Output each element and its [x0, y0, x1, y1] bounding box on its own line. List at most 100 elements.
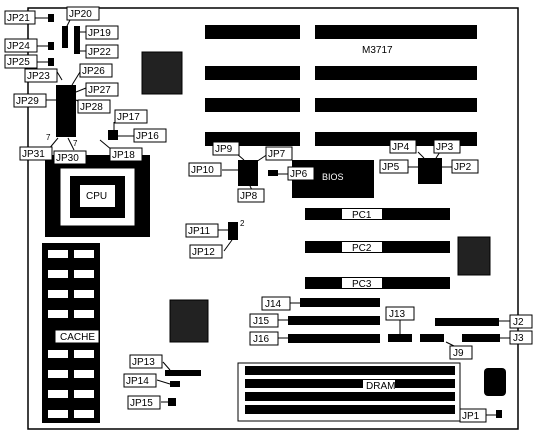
svg-text:JP8: JP8 [240, 191, 258, 202]
label-jp14: JP14 [123, 373, 157, 388]
svg-text:J3: J3 [513, 333, 524, 344]
label-jp1: JP1 [459, 408, 487, 423]
svg-text:JP13: JP13 [132, 357, 155, 368]
label-j13: J13 [385, 306, 415, 321]
dram-simm-sockets: DRAM [237, 362, 461, 422]
jp3-jp5-pins [418, 158, 442, 184]
svg-text:JP16: JP16 [136, 131, 159, 142]
jp15-pins [168, 398, 176, 406]
label-jp3: JP3 [433, 139, 461, 154]
svg-text:JP22: JP22 [88, 47, 111, 58]
jp21-pins [48, 14, 54, 22]
label-jp10: JP10 [188, 162, 222, 177]
board-model-label: M3717 [362, 45, 393, 56]
j15-header [288, 316, 380, 325]
label-jp19: JP19 [85, 25, 119, 40]
keyboard-connector [484, 368, 506, 396]
pin-marker-left: 7 [46, 133, 51, 142]
j14-header [300, 298, 380, 307]
svg-text:J13: J13 [389, 309, 406, 320]
connector-labels: J14 J15 J16 J13 J9 J2 J3 [249, 296, 533, 360]
svg-text:J15: J15 [253, 316, 270, 327]
svg-text:JP9: JP9 [215, 144, 233, 155]
svg-text:JP30: JP30 [56, 153, 79, 164]
svg-text:JP14: JP14 [126, 376, 149, 387]
amp-label: AMP [52, 220, 61, 237]
label-j14: J14 [261, 296, 291, 311]
pci-slot-pc2: PC2 [305, 241, 450, 254]
cache-label: CACHE [60, 332, 95, 343]
svg-text:JP28: JP28 [80, 102, 103, 113]
label-jp5: JP5 [379, 159, 409, 174]
jumper-labels: JP21 JP20 JP19 JP24 JP22 JP25 JP23 JP26 … [4, 6, 487, 423]
j2-header [435, 318, 499, 326]
chipset-chip-right [457, 236, 491, 276]
jp11-jp12-pins [228, 222, 238, 240]
isa-slot-long [315, 98, 477, 112]
label-jp16: JP16 [133, 128, 167, 143]
j3-header [462, 334, 500, 342]
svg-text:J16: J16 [253, 334, 270, 345]
svg-text:JP20: JP20 [69, 9, 92, 20]
label-jp4: JP4 [389, 139, 417, 154]
label-jp29: JP29 [13, 93, 47, 108]
jp17-pins [108, 130, 118, 140]
label-jp11: JP11 [185, 223, 219, 238]
label-jp26: JP26 [79, 63, 113, 78]
j9-header [420, 334, 444, 342]
cpu-label: CPU [86, 191, 107, 202]
svg-text:JP21: JP21 [7, 13, 30, 24]
label-j16: J16 [249, 331, 279, 346]
pci-slot-pc1: PC1 [305, 208, 450, 221]
cache-chips: CACHE [42, 243, 100, 423]
svg-text:JP4: JP4 [392, 142, 410, 153]
svg-text:JP17: JP17 [117, 112, 140, 123]
svg-text:JP15: JP15 [130, 398, 153, 409]
svg-text:J2: J2 [513, 317, 524, 328]
label-jp8: JP8 [237, 188, 265, 203]
label-jp6: JP6 [287, 166, 315, 181]
label-jp30: JP30 [53, 150, 87, 165]
svg-text:PC2: PC2 [352, 243, 372, 254]
svg-text:JP3: JP3 [436, 142, 454, 153]
svg-text:JP10: JP10 [191, 165, 214, 176]
label-jp27: JP27 [85, 82, 119, 97]
label-jp23: JP23 [24, 68, 58, 83]
svg-text:JP31: JP31 [22, 149, 45, 160]
pin-marker-right: 7 [73, 139, 78, 148]
svg-text:JP2: JP2 [454, 162, 472, 173]
jp1-header [496, 410, 502, 418]
cpu-socket: CPU [45, 155, 150, 237]
svg-text:JP26: JP26 [82, 66, 105, 77]
label-jp25: JP25 [4, 54, 38, 69]
label-j3: J3 [509, 330, 533, 345]
jp9-jp10-pins [238, 160, 258, 186]
jp25-pins [48, 58, 54, 66]
svg-text:JP11: JP11 [188, 226, 210, 237]
svg-text:JP29: JP29 [16, 96, 39, 107]
pci-slot-pc3: PC3 [305, 277, 450, 290]
jp14-pins [170, 381, 180, 387]
label-jp31: JP31 [19, 146, 53, 161]
svg-text:JP25: JP25 [7, 57, 30, 68]
jp22-pins [74, 26, 80, 54]
j13-header [388, 334, 412, 342]
label-jp12: JP12 [189, 244, 223, 259]
svg-text:J14: J14 [265, 299, 282, 310]
svg-text:JP7: JP7 [268, 149, 286, 160]
chipset-chip-middle [169, 299, 209, 343]
label-jp13: JP13 [129, 354, 163, 369]
jp6-pins [268, 170, 278, 176]
label-jp18: JP18 [109, 147, 143, 162]
label-jp2: JP2 [451, 159, 479, 174]
label-jp17: JP17 [114, 109, 148, 124]
svg-text:JP1: JP1 [462, 411, 480, 422]
chipset-chip-top [141, 51, 183, 95]
label-j9: J9 [449, 345, 473, 360]
svg-text:JP5: JP5 [382, 162, 400, 173]
dram-label: DRAM [366, 381, 395, 392]
label-jp9: JP9 [212, 141, 240, 156]
label-jp22: JP22 [85, 44, 119, 59]
svg-text:JP19: JP19 [88, 28, 111, 39]
